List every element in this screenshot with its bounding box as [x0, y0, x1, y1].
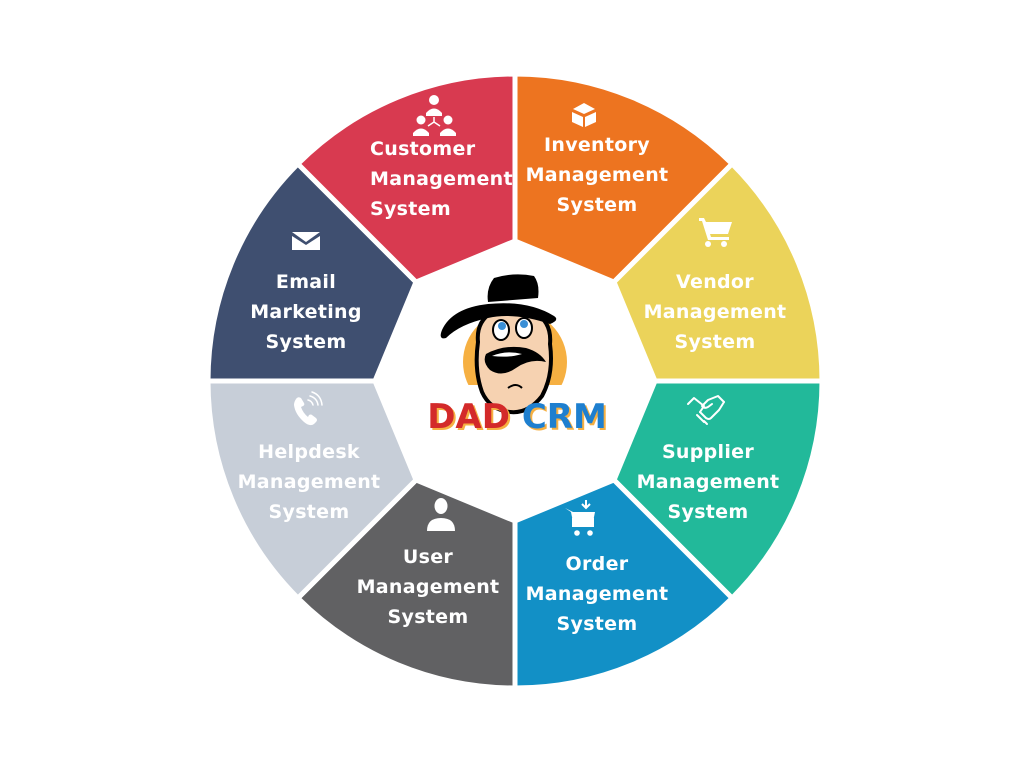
label-line: Management: [525, 164, 669, 186]
phone-ringing-icon: [294, 391, 323, 426]
label-order: Order Management System: [526, 549, 669, 639]
handshake-icon: [687, 395, 725, 425]
label-line: Order: [565, 553, 629, 575]
label-line: Marketing: [250, 301, 362, 323]
label-line: System: [265, 331, 347, 353]
label-email: Email Marketing System: [250, 267, 362, 357]
label-line: Management: [525, 583, 669, 605]
label-line: Inventory: [543, 134, 650, 156]
label-line: Management: [370, 168, 513, 190]
label-inventory: Inventory Management System: [526, 130, 669, 220]
label-line: System: [556, 194, 638, 216]
user-icon: [427, 498, 455, 531]
logo-word-crm: CRM: [521, 397, 607, 437]
label-line: Management: [237, 471, 381, 493]
label-line: Helpdesk: [258, 441, 360, 463]
label-line: System: [667, 501, 749, 523]
users-network-icon: [413, 95, 456, 136]
box-icon: [572, 103, 596, 127]
label-line: System: [370, 198, 451, 220]
label-line: Management: [636, 471, 780, 493]
label-line: Vendor: [676, 271, 754, 293]
label-line: User: [402, 546, 454, 568]
label-vendor: Vendor Management System: [644, 267, 787, 357]
label-supplier: Supplier Management System: [637, 437, 780, 527]
dad-crm-mascot: [440, 274, 570, 425]
shopping-cart-icon: [699, 218, 732, 247]
label-customer: Customer Management System: [370, 134, 513, 224]
label-line: System: [387, 606, 469, 628]
label-line: Customer: [370, 138, 476, 160]
logo-wordmark: DAD CRM: [424, 397, 610, 437]
label-user: User Management System: [357, 542, 500, 632]
cart-download-icon: [565, 500, 595, 536]
label-line: Supplier: [661, 441, 755, 463]
envelope-icon: [292, 232, 320, 250]
logo-word-dad: DAD: [427, 397, 510, 437]
label-line: Management: [643, 301, 787, 323]
label-line: Email: [275, 271, 337, 293]
label-line: System: [268, 501, 350, 523]
label-line: System: [674, 331, 756, 353]
label-helpdesk: Helpdesk Management System: [238, 437, 381, 527]
label-line: Management: [356, 576, 500, 598]
label-line: System: [556, 613, 638, 635]
sector-customer: [294, 71, 518, 285]
dad-crm-logo: DAD CRM: [424, 275, 610, 445]
